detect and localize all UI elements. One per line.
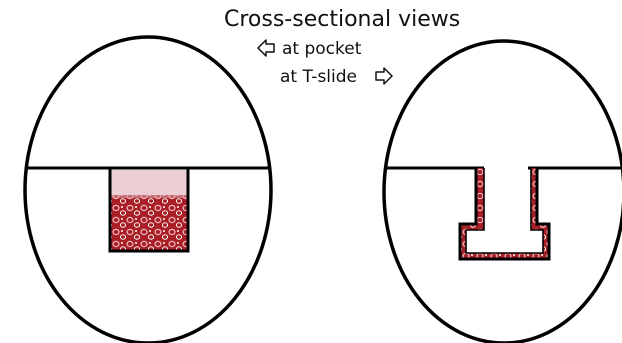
pocket-bead-top-fade (110, 170, 188, 198)
diagram-title: Cross-sectional views (224, 7, 460, 32)
t-slide-cross-section (384, 41, 622, 343)
at-t-slide-label: at T-slide (280, 67, 357, 87)
open-left-arrow-icon (258, 40, 274, 56)
t-slot-outer-outline (460, 168, 549, 259)
open-right-arrow-icon (376, 68, 392, 84)
at-pocket-annotation: at pocket (258, 39, 362, 59)
at-t-slide-annotation: at T-slide (280, 67, 392, 87)
at-pocket-label: at pocket (282, 39, 362, 59)
right-oval-outline (384, 41, 622, 343)
pocket-bead-fill (110, 195, 188, 250)
pocket-cross-section (25, 37, 271, 343)
